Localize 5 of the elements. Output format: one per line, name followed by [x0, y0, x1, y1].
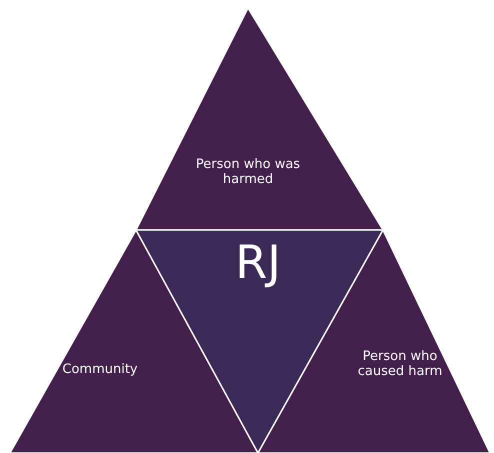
- top-triangle: [136, 8, 383, 230]
- center-label: RJ: [234, 236, 282, 289]
- segment-label: Person who caused harm: [356, 350, 444, 380]
- segment-label: Community: [61, 363, 139, 378]
- segment-label: Person who was harmed: [194, 158, 302, 188]
